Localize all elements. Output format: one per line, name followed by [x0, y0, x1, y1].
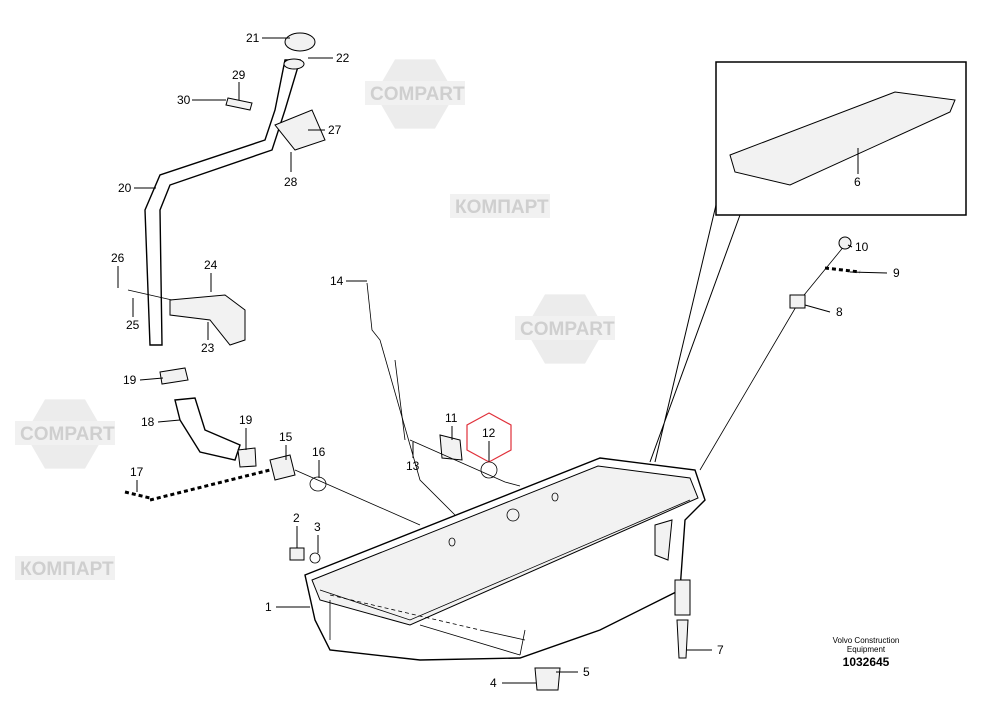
callout-1[interactable]: 1	[265, 600, 272, 614]
callout-16[interactable]: 16	[312, 445, 326, 459]
watermark-band	[450, 194, 550, 218]
callout-27[interactable]: 27	[328, 123, 342, 137]
watermark-text: COMPART	[520, 319, 615, 340]
callout-2[interactable]: 2	[293, 511, 300, 525]
callout-13[interactable]: 13	[406, 459, 420, 473]
watermark-layer: COMPART КОМПАРТ COMPART COMPART КОМПАРТ	[15, 59, 615, 580]
callout-7[interactable]: 7	[717, 643, 724, 657]
callout-labels: 21 22 29 30 27 28 20 26 24 25 23 19 18 1…	[111, 31, 900, 690]
callout-23[interactable]: 23	[201, 341, 215, 355]
document-number: 1032645	[843, 655, 890, 669]
manufacturer-line2: Equipment	[847, 645, 886, 654]
watermark-text: COMPART	[20, 424, 115, 445]
callout-11[interactable]: 11	[445, 411, 458, 425]
watermark-text: КОМПАРТ	[20, 559, 114, 580]
filler-tube-drawing	[124, 32, 861, 526]
callout-21[interactable]: 21	[246, 31, 260, 45]
watermark-text: COMPART	[370, 84, 465, 105]
leader-lines	[117, 37, 888, 684]
callout-29[interactable]: 29	[232, 68, 246, 82]
gasket-drawing	[729, 91, 956, 186]
callout-10[interactable]: 10	[855, 240, 869, 254]
manufacturer-line1: Volvo Construction	[833, 636, 900, 645]
callout-18[interactable]: 18	[141, 415, 155, 429]
callout-8[interactable]: 8	[836, 305, 843, 319]
callout-25[interactable]: 25	[126, 318, 140, 332]
callout-9[interactable]: 9	[893, 266, 900, 280]
callout-19-b[interactable]: 19	[239, 413, 253, 427]
callout-14[interactable]: 14	[330, 274, 344, 288]
diagram-footer: Volvo Construction Equipment 1032645	[833, 636, 900, 669]
callout-28[interactable]: 28	[284, 175, 298, 189]
watermark-texts: COMPART КОМПАРТ COMPART COMPART КОМПАРТ	[20, 84, 615, 580]
callout-4[interactable]: 4	[490, 676, 497, 690]
callout-6[interactable]: 6	[854, 175, 861, 189]
watermark-bands	[15, 81, 615, 580]
callout-17[interactable]: 17	[130, 465, 144, 479]
callout-3[interactable]: 3	[314, 520, 321, 534]
callout-12[interactable]: 12	[482, 426, 496, 440]
callout-22[interactable]: 22	[336, 51, 350, 65]
watermark-text: КОМПАРТ	[455, 197, 549, 218]
watermark-band	[15, 421, 115, 445]
watermark-band	[365, 81, 465, 105]
callout-5[interactable]: 5	[583, 665, 590, 679]
callout-26[interactable]: 26	[111, 251, 125, 265]
watermark-band	[515, 316, 615, 340]
oil-pan-drawing	[289, 457, 706, 691]
callout-20[interactable]: 20	[118, 181, 132, 195]
callout-24[interactable]: 24	[204, 258, 218, 272]
watermark-band	[15, 556, 115, 580]
callout-15[interactable]: 15	[279, 430, 293, 444]
inset-detail-gasket	[649, 61, 967, 463]
callout-30[interactable]: 30	[177, 93, 191, 107]
callout-19[interactable]: 19	[123, 373, 137, 387]
